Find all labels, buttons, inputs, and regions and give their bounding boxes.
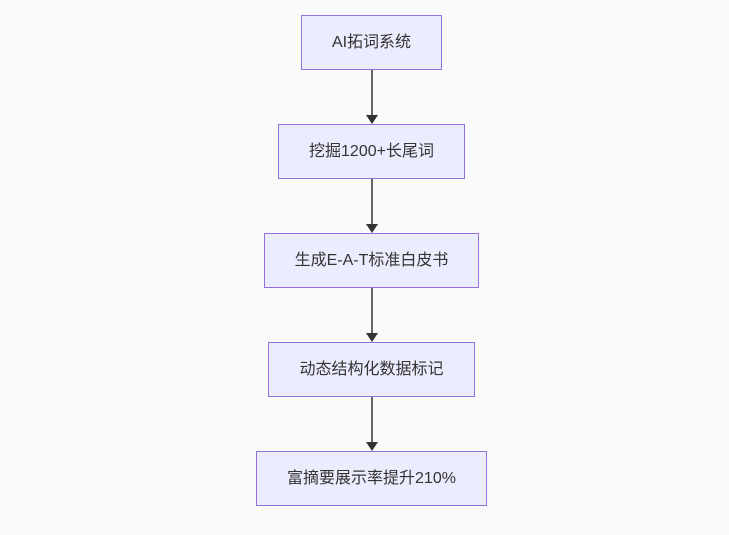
edge-line [370, 288, 373, 334]
node-label: 生成E-A-T标准白皮书 [294, 252, 449, 269]
edge-line [370, 179, 373, 225]
flowchart-node-n1: AI拓词系统 [300, 15, 443, 70]
arrow-down-icon [365, 115, 378, 124]
flowchart-edge-n1-n2 [365, 70, 378, 124]
flowchart-edge-n2-n3 [365, 179, 378, 233]
node-label: 挖掘1200+长尾词 [309, 143, 434, 160]
flowchart-node-n4: 动态结构化数据标记 [268, 342, 475, 397]
node-label: 富摘要展示率提升210% [287, 470, 456, 487]
flowchart-edge-n3-n4 [365, 288, 378, 342]
edge-line [370, 397, 373, 443]
flowchart-edge-n4-n5 [365, 397, 378, 451]
arrow-down-icon [365, 224, 378, 233]
node-label: AI拓词系统 [331, 34, 412, 51]
edge-line [370, 70, 373, 116]
flowchart-node-n2: 挖掘1200+长尾词 [278, 124, 465, 179]
node-label: 动态结构化数据标记 [299, 361, 444, 378]
flowchart-canvas: AI拓词系统 挖掘1200+长尾词 生成E-A-T标准白皮书 动态结构化数据标记… [7, 0, 729, 535]
arrow-down-icon [365, 333, 378, 342]
flowchart-node-n3: 生成E-A-T标准白皮书 [263, 233, 480, 288]
arrow-down-icon [365, 442, 378, 451]
flowchart-node-n5: 富摘要展示率提升210% [256, 451, 487, 506]
